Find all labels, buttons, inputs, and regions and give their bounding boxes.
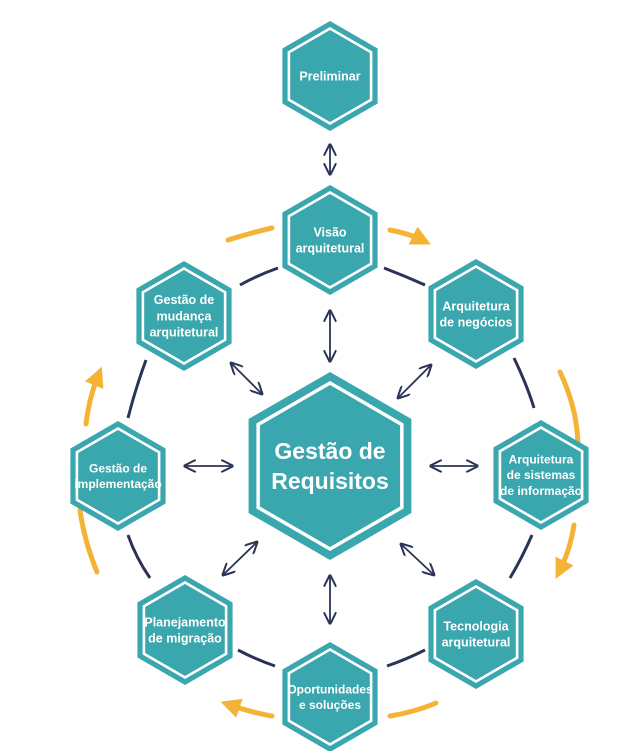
phase-gestao-de-mudanca: Gestão de mudança arquitetural — [136, 261, 232, 371]
cycle-arrow — [387, 700, 439, 719]
phase-label-line: Visão — [313, 225, 346, 239]
ring-segment — [237, 648, 276, 668]
ring — [126, 266, 536, 668]
hexagon-inner — [259, 385, 401, 547]
ring-segment — [126, 534, 152, 579]
cycle-arrow — [225, 225, 275, 243]
hexagon-inner — [436, 268, 516, 360]
ring-segment — [126, 359, 148, 419]
ring-segment — [508, 534, 534, 579]
cycle-arrow — [77, 507, 100, 575]
connector-arrow — [399, 366, 430, 397]
cycle-arrow — [557, 369, 581, 451]
hexagon-inner — [290, 651, 370, 743]
cycle-arrow — [220, 698, 275, 719]
ring-segment — [239, 266, 279, 287]
phase-label-line: de informação — [500, 484, 582, 498]
phase-label-line: Gestão de — [89, 461, 147, 475]
center-gestao-de-requisitos: Gestão de Requisitos — [248, 372, 412, 560]
ring-segment — [386, 648, 426, 668]
connectors — [186, 146, 476, 622]
cycle-arrow — [387, 226, 431, 245]
cycle-arrow — [555, 522, 577, 579]
connector-arrow — [224, 543, 256, 574]
hexagon-inner — [145, 584, 225, 676]
center-label-line: Gestão de — [274, 438, 385, 464]
phase-label-line: de migração — [148, 632, 222, 646]
phase-visao-arquitetural: Visão arquitetural — [282, 185, 378, 295]
phase-label-line: e soluções — [299, 698, 361, 712]
phase-label-line: Oportunidades — [287, 682, 373, 696]
phase-planejamento-de-migracao: Planejamento de migração — [137, 575, 233, 685]
hexagon-inner — [501, 429, 581, 521]
hexagon-inner — [290, 194, 370, 286]
hexagon-inner — [144, 270, 224, 362]
phase-label-line: Planejamento — [144, 615, 226, 629]
connector-arrow — [402, 545, 433, 574]
phase-label-line: arquitetural — [150, 326, 219, 340]
center-label-line: Requisitos — [271, 468, 389, 494]
cycle-arrows — [77, 225, 581, 719]
phase-tecnologia-arquitetural: Tecnologia arquitetural — [428, 579, 524, 689]
phase-label-line: Gestão de — [154, 293, 214, 307]
phase-label-line: Arquitetura — [442, 299, 510, 313]
phase-label-line: arquitetural — [442, 636, 511, 650]
phase-oportunidades-e-solucoes: Oportunidades e soluções — [282, 642, 378, 751]
ring-segment — [512, 357, 536, 409]
ring-segment — [383, 266, 426, 287]
connector-arrow — [232, 364, 261, 393]
hexagon-inner — [436, 588, 516, 680]
phase-hexagons: PreliminarVisãoarquiteturalArquiteturade… — [70, 21, 589, 751]
phase-label-line: Tecnologia — [443, 619, 509, 633]
phase-label-line: Preliminar — [299, 69, 360, 83]
phase-label-line: implementação — [74, 477, 161, 491]
phase-label-line: de sistemas — [507, 468, 576, 482]
phase-preliminar: Preliminar — [282, 21, 378, 131]
phase-label-line: de negócios — [440, 316, 513, 330]
phase-label-line: mudança — [157, 309, 213, 323]
cycle-arrow — [83, 366, 104, 427]
hexagon-inner — [78, 430, 158, 522]
phase-label-line: Arquitetura — [509, 453, 574, 467]
phase-gestao-de-implementacao: Gestão de implementação — [70, 421, 166, 531]
phase-arquitetura-de-negocios: Arquitetura de negócios — [428, 259, 524, 369]
phase-label-line: arquitetural — [296, 242, 365, 256]
hexagon-inner — [290, 30, 370, 122]
